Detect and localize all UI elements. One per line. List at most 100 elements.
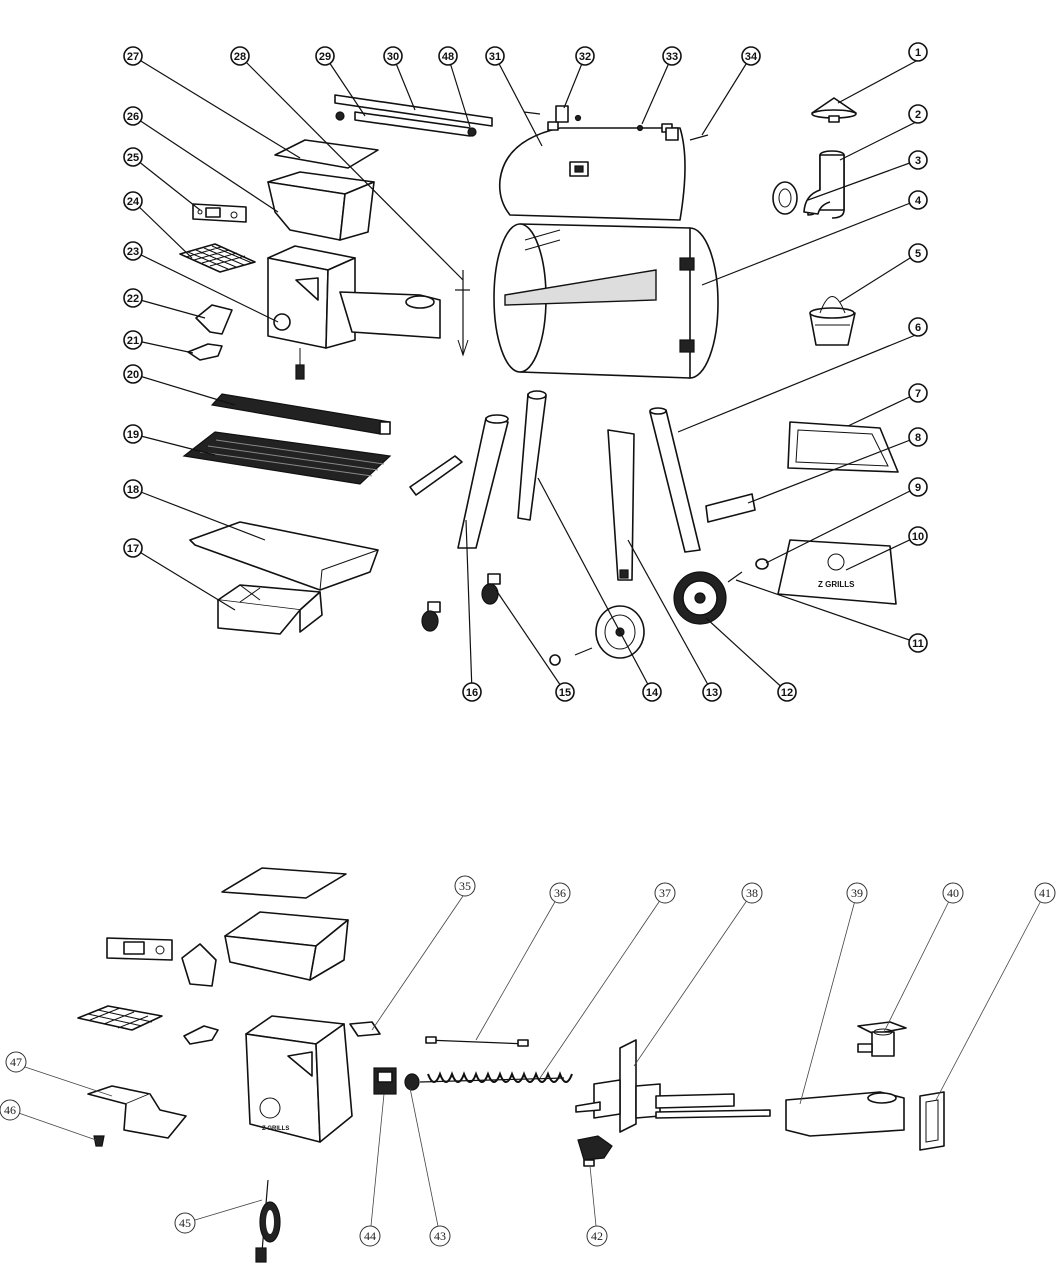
caster-wheel-part [481,573,501,605]
callout-circle [908,150,928,170]
callout-circle [908,427,928,447]
smoke-stack-cap-part [811,97,857,123]
bracket-lower-part [181,943,217,987]
callout-circle [1034,882,1056,904]
callout-number: 12 [781,687,793,699]
hopper-lid-lower-part [221,867,347,899]
callout-26: 26 [123,106,143,126]
callout-40: 40 [942,882,964,904]
hopper-lower-part [224,911,349,981]
callout-circle [908,243,928,263]
callout-circle [908,190,928,210]
callout-48: 48 [438,46,458,66]
callout-number: 4 [915,195,922,207]
callout-circle [438,46,458,66]
hinge-screw-part [574,114,582,122]
callout-11: 11 [908,633,928,653]
callout-number: 47 [10,1055,22,1069]
callout-21: 21 [123,330,143,350]
callout-number: 48 [442,51,454,63]
top-rail-part [334,94,493,127]
callout-number: 11 [912,638,924,650]
callout-circle [123,147,143,167]
callout-43: 43 [429,1225,451,1247]
callout-33: 33 [662,46,682,66]
callout-number: 32 [579,51,591,63]
callout-number: 7 [915,388,921,400]
callout-circle [383,46,403,66]
callout-3: 3 [908,150,928,170]
callout-circle [777,682,797,702]
callout-number: 14 [646,687,659,699]
callout-number: 28 [234,51,246,63]
callout-circle [123,424,143,444]
callout-number: 36 [554,886,566,900]
leg-with-axle-part [607,429,635,581]
callout-number: 16 [466,687,478,699]
callout-number: 22 [127,293,139,305]
callout-circle [908,317,928,337]
callout-36: 36 [549,882,571,904]
axle-bolt-part [727,571,743,583]
callout-circle [846,882,868,904]
callout-circle [123,191,143,211]
fan-assembly-part [577,1135,613,1167]
callout-number: 24 [127,196,140,208]
callout-circle [908,42,928,62]
callout-circle [741,46,761,66]
washer-part [755,558,769,570]
hopper-box-part [267,245,441,380]
tray-lower-part [87,1085,187,1139]
callout-circle [908,104,928,124]
callout-14: 14 [642,682,662,702]
cooking-grate-part [182,431,392,485]
callout-number: 2 [915,109,921,121]
hopper-box-lower-part: Z GRILLS [245,1015,353,1143]
cover-plate-part [349,1021,381,1037]
chimney-gasket-part [772,181,798,215]
callout-29: 29 [315,46,335,66]
callout-number: 17 [127,543,139,555]
clip-lower-part [183,1025,219,1045]
callout-number: 23 [127,246,139,258]
leg-6-part [649,407,701,553]
hopper-grate-part [179,243,256,273]
callout-number: 33 [666,51,678,63]
callout-labels: 1234567891011121314151617181920212223242… [0,42,1056,1247]
callout-circle [315,46,335,66]
handle-knob-left-part [335,111,345,121]
wheel-part [673,571,727,625]
callout-35: 35 [454,875,476,897]
callout-number: 41 [1039,886,1051,900]
callout-42: 42 [586,1225,608,1247]
callout-number: 25 [127,152,139,164]
gasket-frame-part [919,1091,945,1151]
callout-19: 19 [123,424,143,444]
callout-number: 20 [127,369,139,381]
callout-circle [123,538,143,558]
callout-39: 39 [846,882,868,904]
callout-17: 17 [123,538,143,558]
callout-46: 46 [0,1099,21,1121]
wheel-washer-part [549,654,561,666]
rear-leg-part [517,390,547,521]
callout-47: 47 [5,1051,27,1073]
callout-circle [549,882,571,904]
callout-number: 10 [912,531,924,543]
callout-circle [555,682,575,702]
callout-22: 22 [123,288,143,308]
callout-number: 34 [745,51,758,63]
callout-number: 27 [127,51,139,63]
callout-circle [359,1225,381,1247]
callout-number: 9 [915,482,921,494]
bushing-part [404,1073,420,1091]
callout-number: 46 [4,1103,16,1117]
callout-number: 19 [127,429,139,441]
callout-circle [0,1099,21,1121]
barrel-body-part [493,223,719,379]
callout-45: 45 [174,1212,196,1234]
callout-circle [702,682,722,702]
callout-circle [5,1051,27,1073]
callout-number: 38 [746,886,758,900]
callout-31: 31 [485,46,505,66]
